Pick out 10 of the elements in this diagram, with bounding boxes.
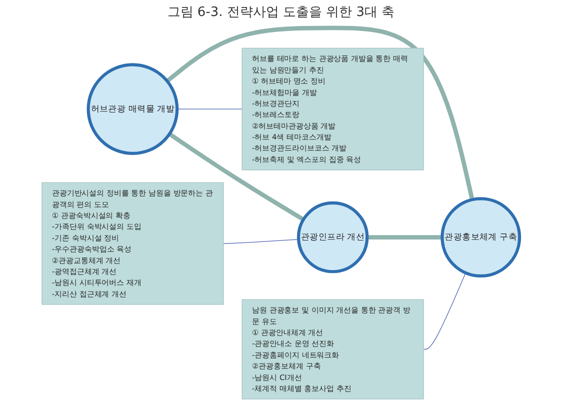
connector [423, 272, 466, 350]
connector [177, 108, 243, 110]
connector [168, 132, 305, 222]
node-circle: 관광인프라 개선 [297, 201, 369, 274]
node-circle: 관광홍보체계 구축 [440, 197, 522, 278]
connector [166, 26, 475, 200]
figure-title: 그림 6-3. 전략사업 도출을 위한 3대 축 [167, 4, 395, 21]
node-circle: 허브관광 매력물 개발 [87, 63, 179, 156]
connector [367, 235, 444, 240]
connector [223, 239, 300, 244]
